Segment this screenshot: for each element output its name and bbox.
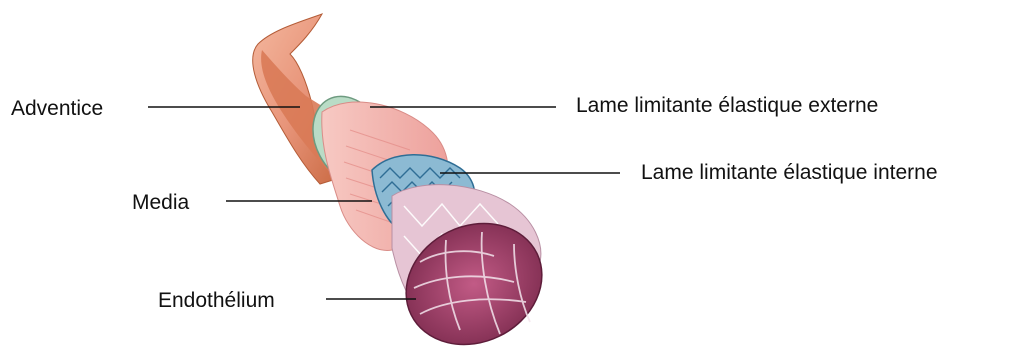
label-endothelium: Endothélium [158, 290, 275, 311]
label-adventice: Adventice [11, 98, 103, 119]
label-media: Media [132, 192, 189, 213]
label-lame-limitante-externe: Lame limitante élastique externe [576, 95, 878, 116]
label-lame-limitante-interne: Lame limitante élastique interne [641, 162, 938, 183]
